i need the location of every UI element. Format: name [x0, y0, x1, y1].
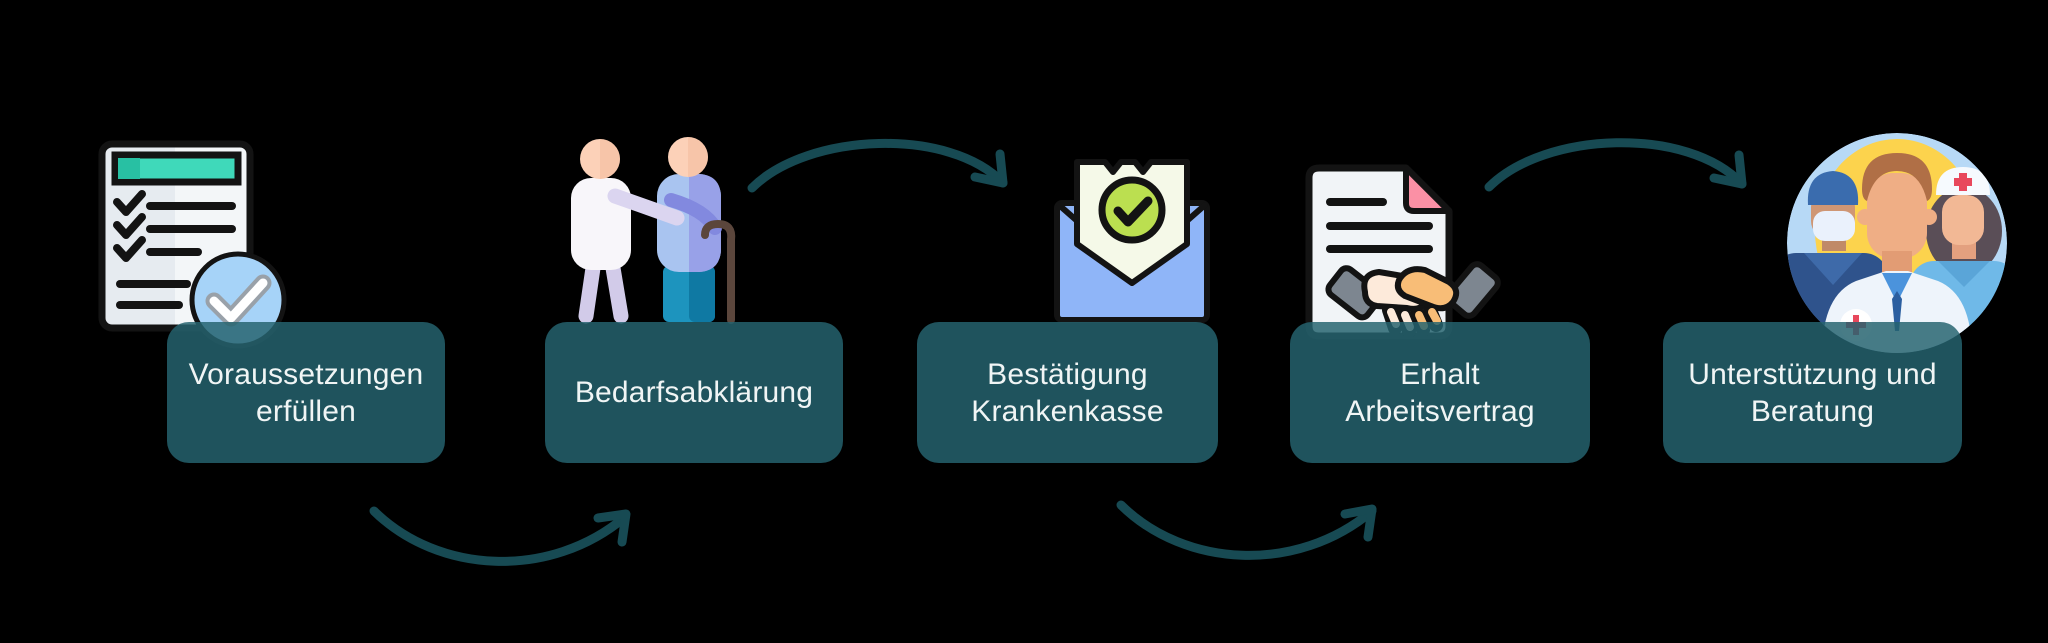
medical-team-icon [1787, 133, 2007, 353]
step-label-5: Unterstützung und Beratung [1688, 357, 1937, 428]
step-box-5: Unterstützung und Beratung [1663, 322, 1962, 463]
arrow-step3-step4 [1116, 500, 1377, 560]
arrow-step1-step2 [369, 506, 631, 566]
step-label-3: Bestätigung Krankenkasse [971, 357, 1164, 428]
caregiver-elderly-icon [571, 137, 736, 324]
step-label-2: Bedarfsabklärung [574, 376, 814, 409]
envelope-approved-icon [1054, 159, 1210, 323]
checklist-document-icon [98, 140, 287, 349]
arrow-step2-step3 [747, 139, 1008, 193]
step-label-1: Voraussetzungen erfüllen [188, 357, 424, 428]
step-box-1: Voraussetzungen erfüllen [167, 322, 445, 463]
step-box-4: Erhalt Arbeitsvertrag [1290, 322, 1590, 463]
step-box-2: Bedarfsabklärung [545, 322, 843, 463]
step-label-4: Erhalt Arbeitsvertrag [1345, 357, 1535, 428]
step-box-3: Bestätigung Krankenkasse [917, 322, 1218, 463]
arrow-step4-step5 [1484, 138, 1747, 192]
